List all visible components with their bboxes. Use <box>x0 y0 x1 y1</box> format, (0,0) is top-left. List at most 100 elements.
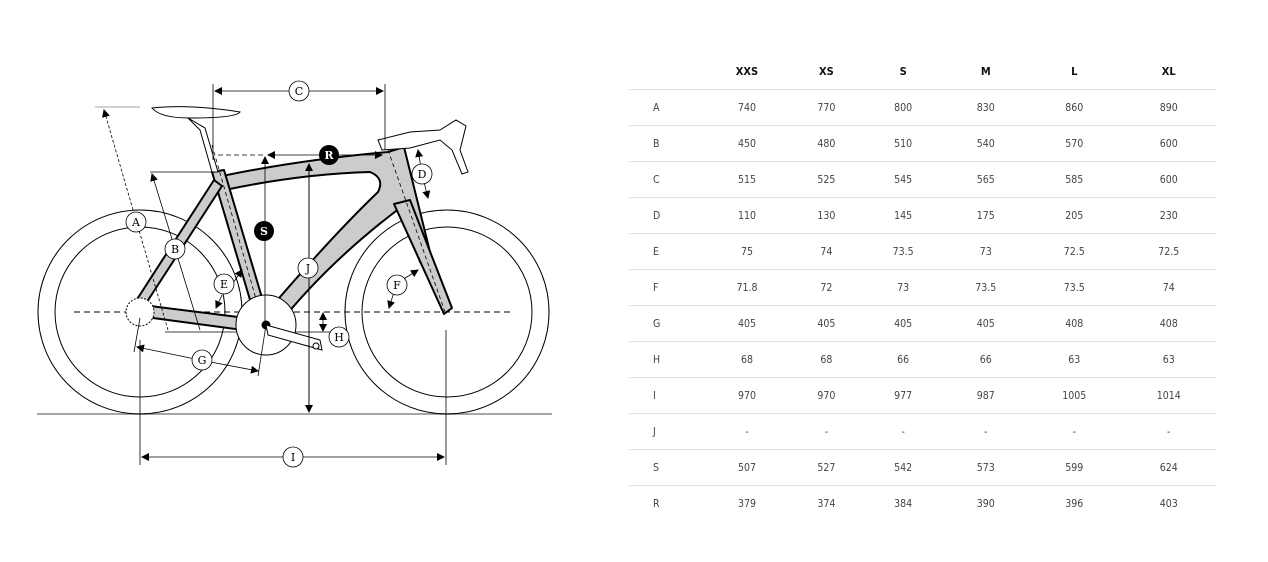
table-cell: 63 <box>1027 341 1122 378</box>
table-cell: 73.5 <box>1027 269 1122 306</box>
label-D: D <box>411 163 433 185</box>
table-cell: 110 <box>703 197 792 234</box>
table-cell: 145 <box>861 197 945 234</box>
table-cell: 405 <box>791 305 862 342</box>
seatpost <box>187 117 219 173</box>
table-cell: 408 <box>1027 305 1122 342</box>
table-cell: 74 <box>1121 269 1216 306</box>
dimension-label: I <box>629 377 703 414</box>
table-cell: 890 <box>1121 89 1216 126</box>
table-cell: 63 <box>1121 341 1216 378</box>
header-size-xs: XS <box>791 54 862 90</box>
table-cell: 987 <box>944 377 1028 414</box>
header-blank <box>629 54 703 90</box>
table-cell: - <box>861 413 945 450</box>
label-C: C <box>288 80 310 102</box>
label-B: B <box>164 238 186 260</box>
table-cell: 800 <box>861 89 945 126</box>
table-cell: 74 <box>791 233 862 270</box>
dimension-label: H <box>629 341 703 378</box>
table-cell: 740 <box>703 89 792 126</box>
table-cell: 515 <box>703 161 792 198</box>
table-cell: 72.5 <box>1027 233 1122 270</box>
svg-text:F: F <box>393 279 401 292</box>
svg-text:I: I <box>291 451 295 464</box>
label-S: S <box>254 221 274 241</box>
table-cell: 68 <box>703 341 792 378</box>
table-cell: 230 <box>1121 197 1216 234</box>
dimension-label: G <box>629 305 703 342</box>
table-cell: 408 <box>1121 305 1216 342</box>
svg-text:C: C <box>295 85 303 98</box>
table-cell: 405 <box>944 305 1028 342</box>
dimension-label: E <box>629 233 703 270</box>
dimension-label: R <box>653 497 660 510</box>
table-row: J------ <box>629 413 1216 450</box>
table-cell: 600 <box>1121 161 1216 198</box>
header-size-m: M <box>944 54 1028 90</box>
table-cell: 379 <box>737 497 757 510</box>
table-cell: 205 <box>1027 197 1122 234</box>
label-E: E <box>213 273 235 295</box>
svg-text:D: D <box>418 168 427 181</box>
saddle <box>151 106 241 119</box>
table-cell: 130 <box>791 197 862 234</box>
svg-text:R: R <box>324 149 334 162</box>
table-cell: 624 <box>1121 449 1216 486</box>
label-J: J <box>297 257 319 279</box>
table-cell: 72.5 <box>1121 233 1216 270</box>
table-cell: 770 <box>791 89 862 126</box>
header-size-xl: XL <box>1121 54 1216 90</box>
svg-text:G: G <box>198 354 207 367</box>
bike-frame <box>133 146 453 333</box>
table-cell: 390 <box>976 497 995 510</box>
table-cell: 860 <box>1027 89 1122 126</box>
table-cell: 384 <box>894 497 913 510</box>
dimension-label: D <box>629 197 703 234</box>
table-cell: 540 <box>944 125 1028 162</box>
table-cell: 66 <box>861 341 945 378</box>
dimension-label: S <box>629 449 703 486</box>
table-cell: 570 <box>1027 125 1122 162</box>
table-cell: 542 <box>861 449 945 486</box>
table-cell: 1014 <box>1121 377 1216 414</box>
table-cell: 73.5 <box>861 233 945 270</box>
svg-text:H: H <box>334 331 344 344</box>
label-H: H <box>328 326 350 348</box>
table-cell: 545 <box>861 161 945 198</box>
handlebar <box>377 119 469 175</box>
table-cell: 175 <box>944 197 1028 234</box>
table-cell: 565 <box>944 161 1028 198</box>
table-cell: 1005 <box>1027 377 1122 414</box>
svg-text:E: E <box>220 278 228 291</box>
table-cell: 830 <box>944 89 1028 126</box>
table-cell: 405 <box>703 305 792 342</box>
table-cell: 480 <box>791 125 862 162</box>
table-cell: 374 <box>817 497 836 510</box>
table-cell: 599 <box>1027 449 1122 486</box>
dimension-label: B <box>629 125 703 162</box>
table-cell: - <box>944 413 1028 450</box>
table-cell: 66 <box>944 341 1028 378</box>
label-F: F <box>386 274 408 296</box>
table-cell: 507 <box>703 449 792 486</box>
dimension-label: J <box>629 413 703 450</box>
table-cell: - <box>1121 413 1216 450</box>
table-cell: 970 <box>703 377 792 414</box>
table-cell: 71.8 <box>703 269 792 306</box>
table-cell: 73 <box>944 233 1028 270</box>
table-cell: 585 <box>1027 161 1122 198</box>
table-header-row: XXS XS S M L XL <box>629 54 1216 90</box>
table-cell: 73 <box>861 269 945 306</box>
table-cell: 72 <box>791 269 862 306</box>
